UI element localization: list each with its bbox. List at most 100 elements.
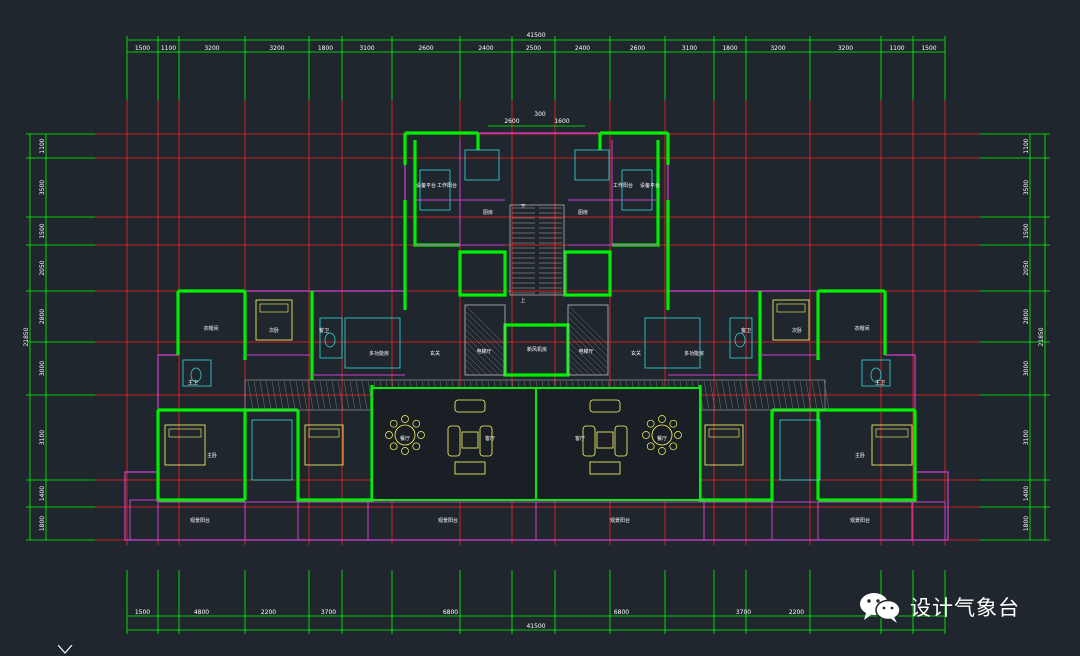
pillow — [168, 428, 202, 438]
hatch — [301, 380, 308, 410]
dim-left-seg: 1400 — [39, 486, 46, 501]
fixture — [621, 169, 653, 211]
toilet — [190, 367, 202, 383]
dim-bottom-seg: 3700 — [736, 609, 751, 616]
label-bath-left: 主卫 — [188, 379, 198, 386]
label-up: 上 — [520, 297, 525, 304]
fixture — [861, 359, 891, 387]
pillow — [308, 428, 340, 438]
label-entry-right: 玄关 — [631, 350, 641, 357]
wall-green — [403, 200, 670, 310]
dining-chair — [389, 419, 398, 428]
hatch — [567, 340, 603, 376]
hatch — [781, 380, 788, 410]
hatch — [464, 346, 494, 376]
tv-cabinet — [589, 461, 621, 475]
wall-green — [563, 250, 612, 297]
room-labels: 设备平台设备平台工作阳台工作阳台厨房厨房电梯厅电梯厅客卫客卫次卧次卧主卧主卧餐厅… — [188, 182, 885, 524]
pillow — [259, 303, 289, 313]
dining-chair — [646, 442, 655, 451]
hatch — [464, 334, 506, 376]
dim-core-b: 300 — [534, 111, 546, 118]
dim-left-seg: 3500 — [39, 180, 46, 195]
pillow — [875, 428, 909, 438]
hatch — [567, 370, 573, 376]
wall-green — [816, 289, 887, 360]
hatch — [464, 364, 476, 376]
label-study-right: 多功能房 — [684, 350, 704, 357]
dim-top-seg: 1100 — [161, 45, 176, 52]
elevator-shaft — [464, 304, 506, 376]
dim-left-seg: 1100 — [39, 138, 46, 153]
dim-top-seg: 1500 — [921, 45, 936, 52]
dim-left-seg: 2050 — [39, 260, 46, 275]
dim-right-seg: 2800 — [1023, 309, 1030, 324]
wall-green — [698, 388, 820, 502]
hatch — [567, 304, 609, 346]
hatch — [361, 380, 368, 410]
dim-top-seg: 3100 — [359, 45, 374, 52]
wall-green — [598, 131, 670, 165]
sofa — [589, 399, 621, 413]
tv-cabinet — [454, 461, 486, 475]
hatch — [253, 380, 260, 410]
dim-core-a: 2600 — [504, 118, 519, 125]
sofa — [447, 425, 461, 457]
hatch — [769, 380, 776, 410]
hatch — [464, 370, 470, 376]
hatch — [733, 380, 740, 410]
hatch — [247, 380, 254, 410]
label-balcony-left: 设备平台 — [416, 182, 436, 189]
hatch — [817, 380, 824, 410]
dim-right-seg: 1800 — [1023, 516, 1030, 531]
terrace-box — [297, 501, 369, 541]
hatch — [331, 380, 338, 410]
dim-right-seg: 1500 — [1023, 223, 1030, 238]
dim-top-seg: 3100 — [682, 45, 697, 52]
hatch — [319, 380, 326, 410]
living-hall-left — [371, 387, 537, 501]
terrace-box — [771, 501, 819, 541]
label-bed2-right: 主卧 — [855, 452, 865, 459]
dining-chair — [401, 415, 409, 423]
wall-green — [818, 408, 917, 502]
hatch — [349, 380, 356, 410]
label-kitchen-right: 厨房 — [578, 209, 588, 216]
hatch — [277, 380, 284, 410]
dim-bottom-seg: 3700 — [321, 609, 336, 616]
label-bed1-left: 次卧 — [269, 327, 279, 334]
hatch — [811, 380, 818, 410]
hatch — [567, 334, 609, 376]
hatch — [799, 380, 806, 410]
wall-green — [458, 250, 507, 297]
dim-left-seg: 3000 — [39, 361, 46, 376]
dim-bottom-seg: 6800 — [443, 609, 458, 616]
hatch — [775, 380, 782, 410]
fixture — [464, 149, 500, 181]
sofa — [582, 425, 596, 457]
dim-right-seg: 3500 — [1023, 180, 1030, 195]
dim-top-seg: 2500 — [526, 45, 541, 52]
label-down: 下 — [520, 204, 525, 210]
hatch — [325, 380, 332, 410]
dim-top-seg: 3200 — [269, 45, 284, 52]
label-terrace-3: 观景阳台 — [610, 517, 630, 524]
dining-chair — [658, 447, 666, 455]
fixture — [644, 317, 701, 369]
hatch — [464, 310, 506, 352]
dim-bottom-seg: 2200 — [261, 609, 276, 616]
dining-chair — [417, 431, 425, 439]
wall-green — [413, 140, 660, 247]
elevator-shaft — [567, 304, 609, 376]
bed — [164, 424, 206, 466]
dim-bottom-seg: 2200 — [789, 609, 804, 616]
label-study-left: 多功能房 — [369, 350, 389, 357]
pillow — [708, 428, 740, 438]
hatch — [567, 310, 609, 352]
label-bed1-right: 次卧 — [792, 327, 802, 334]
hatch — [715, 380, 722, 410]
hatch — [567, 316, 609, 358]
hatch — [283, 380, 290, 410]
hatch — [709, 380, 716, 410]
